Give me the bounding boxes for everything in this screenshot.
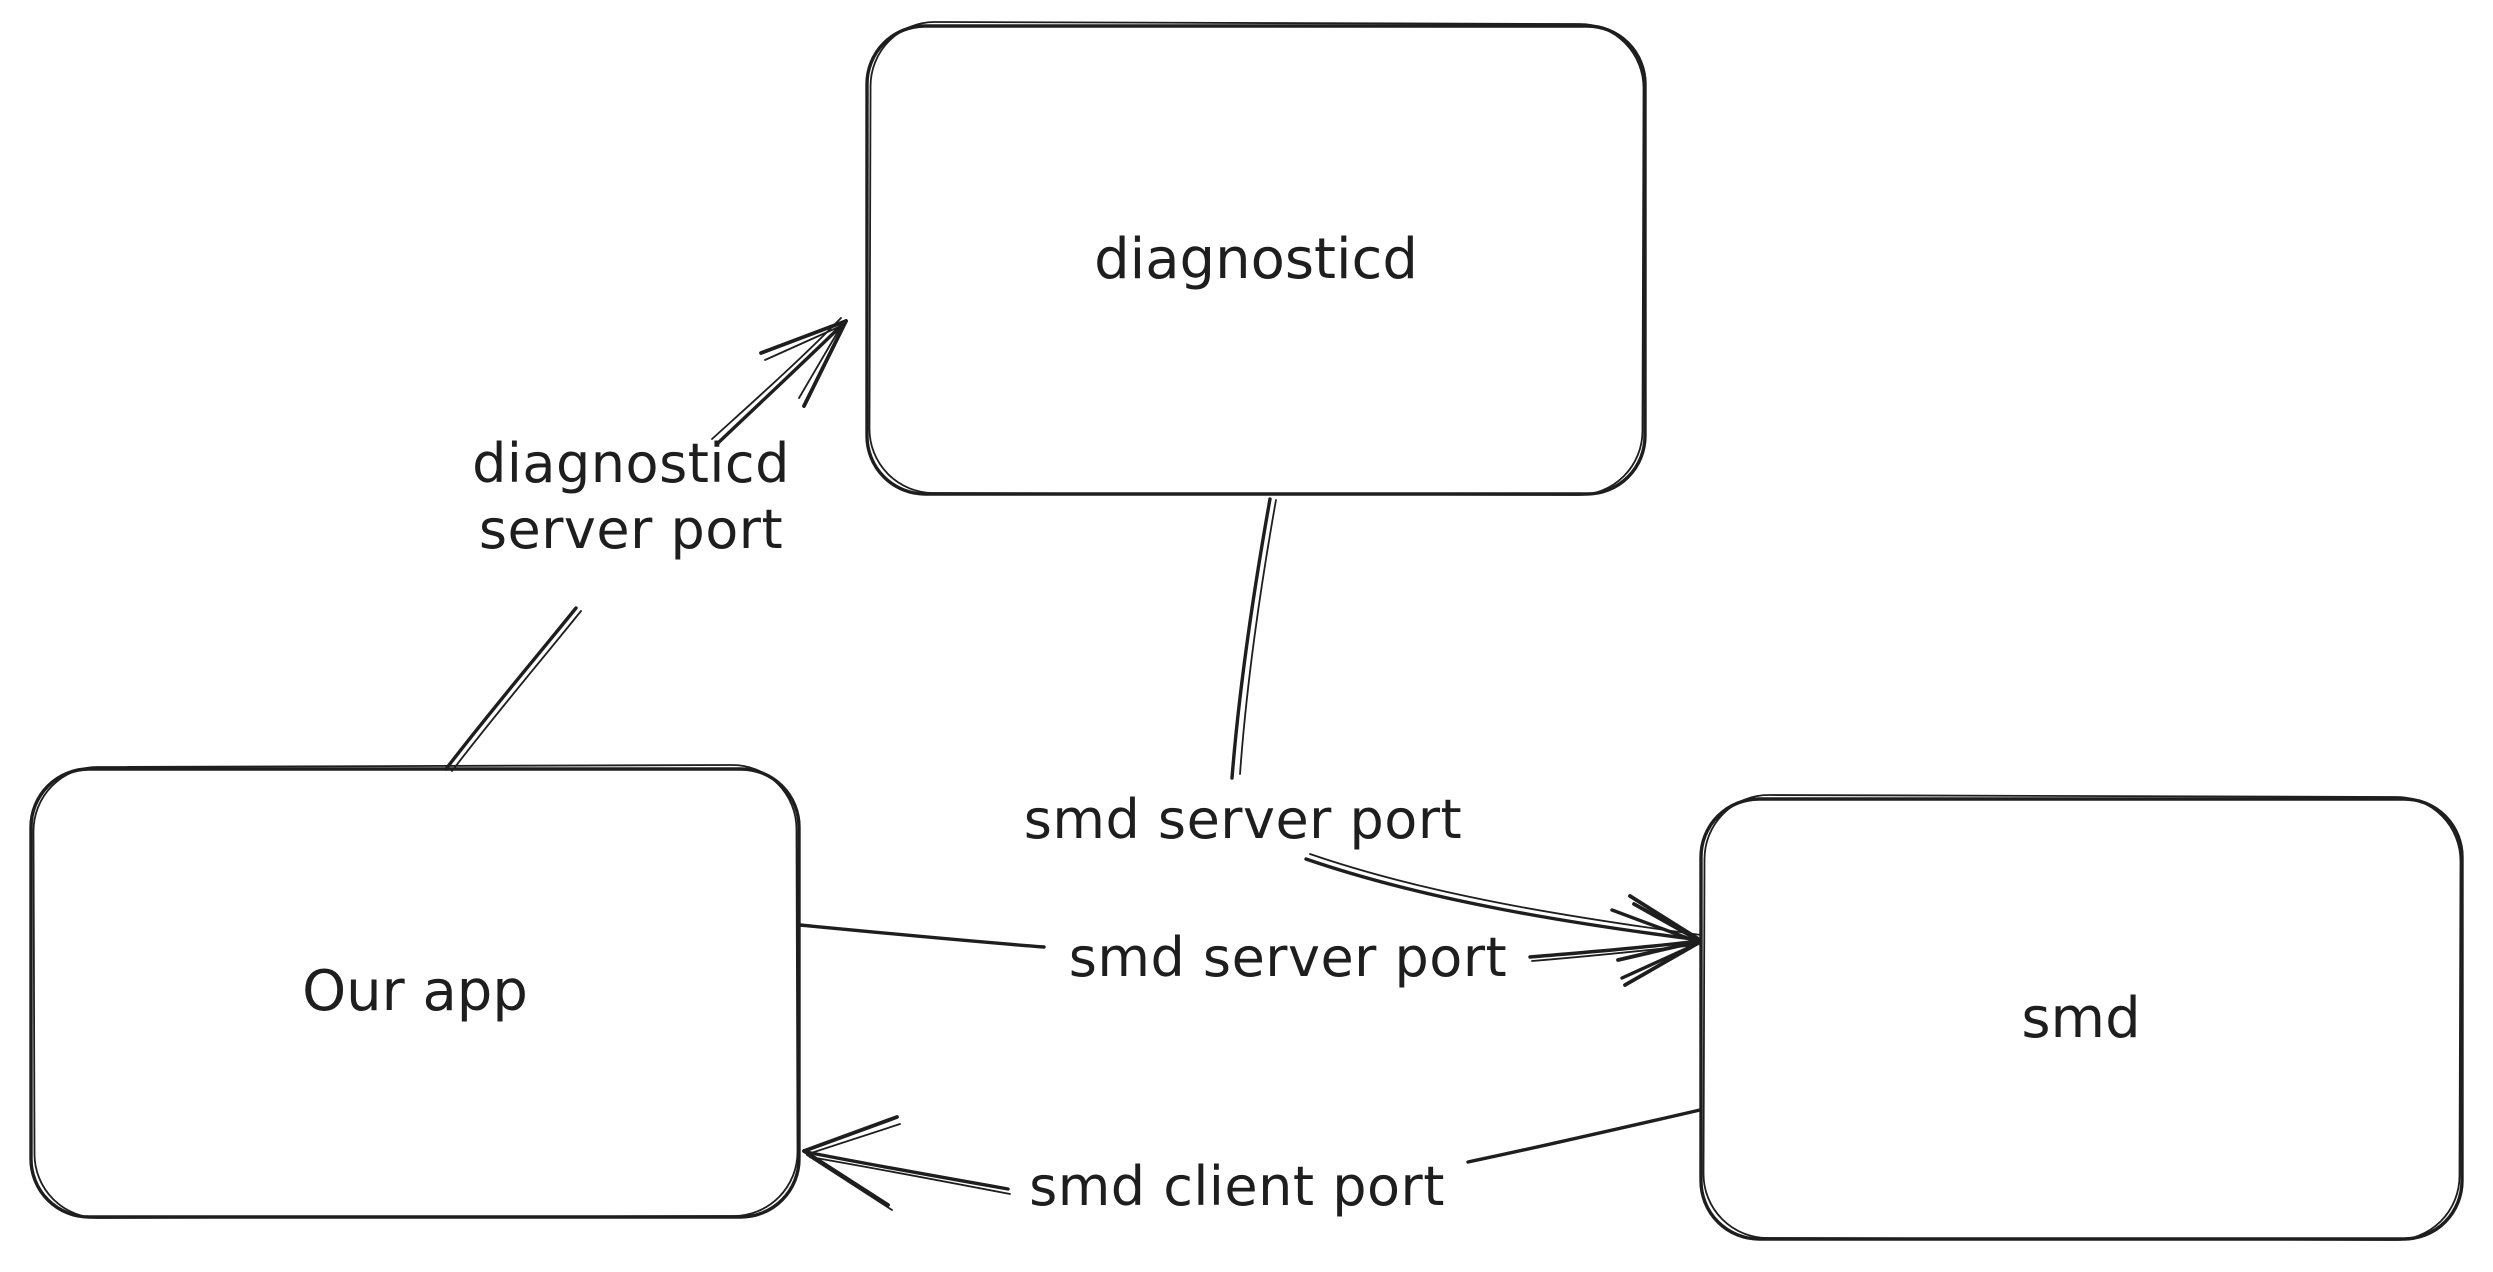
node-smd-label: smd	[2021, 986, 2141, 1051]
edge-diagnosticd-to-smd	[1230, 497, 1702, 980]
edge-label-diagnosticd-server-port: diagnosticd server port	[472, 432, 790, 561]
node-our-app-box	[29, 764, 801, 1219]
edge-label-smd-server-port-curved: smd server port	[1023, 788, 1463, 851]
node-diagnosticd-label: diagnosticd	[1094, 227, 1418, 292]
arrowhead-diagnosticd	[759, 319, 848, 355]
edge-label-smd-server-port-straight: smd server port	[1068, 926, 1508, 989]
edge-smd-to-our-app	[802, 1108, 1702, 1211]
node-smd-box	[1699, 794, 2464, 1241]
arrowhead-our-app	[802, 1115, 899, 1153]
edge-label-smd-client-port: smd client port	[1029, 1155, 1445, 1218]
edge-our-app-to-diagnosticd	[444, 317, 848, 772]
node-our-app-label: Our app	[302, 959, 528, 1024]
node-diagnosticd-box	[865, 21, 1647, 496]
edge-our-app-to-smd	[798, 902, 1702, 987]
arrowhead-smd-lower	[1632, 902, 1702, 943]
